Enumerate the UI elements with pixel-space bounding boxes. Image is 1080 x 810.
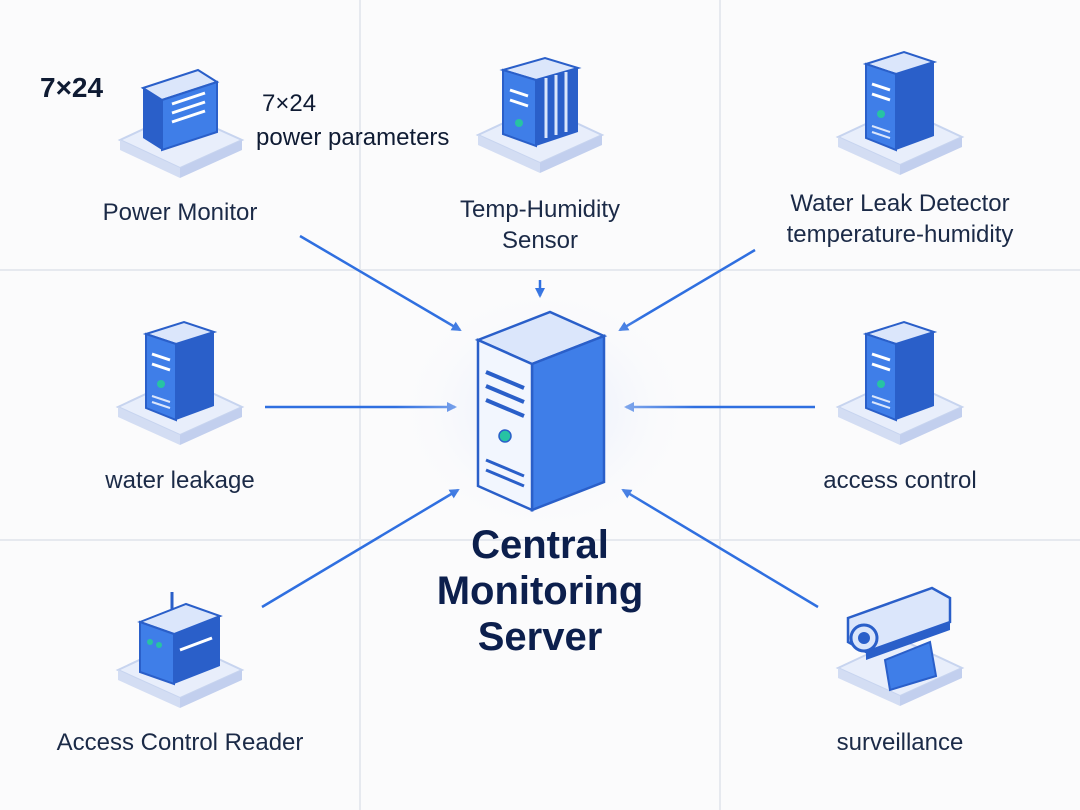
- temp-humidity-label-line2: Sensor: [501, 227, 579, 254]
- card-reader-icon: [115, 592, 245, 708]
- arrow-access-control-reader: [261, 488, 460, 609]
- power-monitor-label-line: Power Monitor: [102, 199, 258, 226]
- server-tower-icon: [835, 50, 965, 175]
- server-tower-icon: [835, 320, 965, 445]
- temp-humidity-sensor-label: Temp-Humidity Sensor: [430, 194, 650, 256]
- server-tower-icon: [115, 320, 245, 445]
- temp-humidity-label-line1: Temp-Humidity: [459, 196, 621, 223]
- power-tag-line1: 7×24: [262, 90, 317, 117]
- access-control-label: access control: [800, 465, 1000, 496]
- central-title-line3: Server: [477, 615, 603, 659]
- water-leak-detector-label-line1: Water Leak Detector: [790, 190, 1010, 217]
- access-control-reader-label: Access Control Reader: [30, 727, 330, 758]
- surveillance-label: surveillance: [800, 727, 1000, 758]
- water-leak-detector-label: Water Leak Detector temperature-humidity: [760, 188, 1040, 250]
- central-monitoring-server-title: Central Monitoring Server: [420, 522, 660, 660]
- central-title-line1: Central: [471, 523, 609, 567]
- water-leakage-label-line: water leakage: [105, 467, 255, 494]
- water-leak-detector-label-line2: temperature-humidity: [786, 221, 1014, 248]
- central-title-line2: Monitoring: [436, 569, 644, 613]
- water-leakage-label: water leakage: [80, 465, 280, 496]
- surveillance-label-line: surveillance: [836, 729, 964, 756]
- sensor-server-icon: [475, 56, 605, 173]
- access-control-label-line: access control: [823, 467, 977, 494]
- access-control-reader-label-line: Access Control Reader: [56, 729, 304, 756]
- power-monitor-box-icon: [117, 68, 245, 178]
- arrow-surveillance: [621, 488, 819, 609]
- central-server-icon: [474, 310, 608, 512]
- camera-icon: [835, 586, 965, 706]
- corner-tag: 7×24: [40, 72, 104, 103]
- power-tag-line2: power parameters: [256, 124, 450, 151]
- arrow-power-monitor: [299, 234, 462, 332]
- power-monitor-label: Power Monitor: [80, 197, 280, 228]
